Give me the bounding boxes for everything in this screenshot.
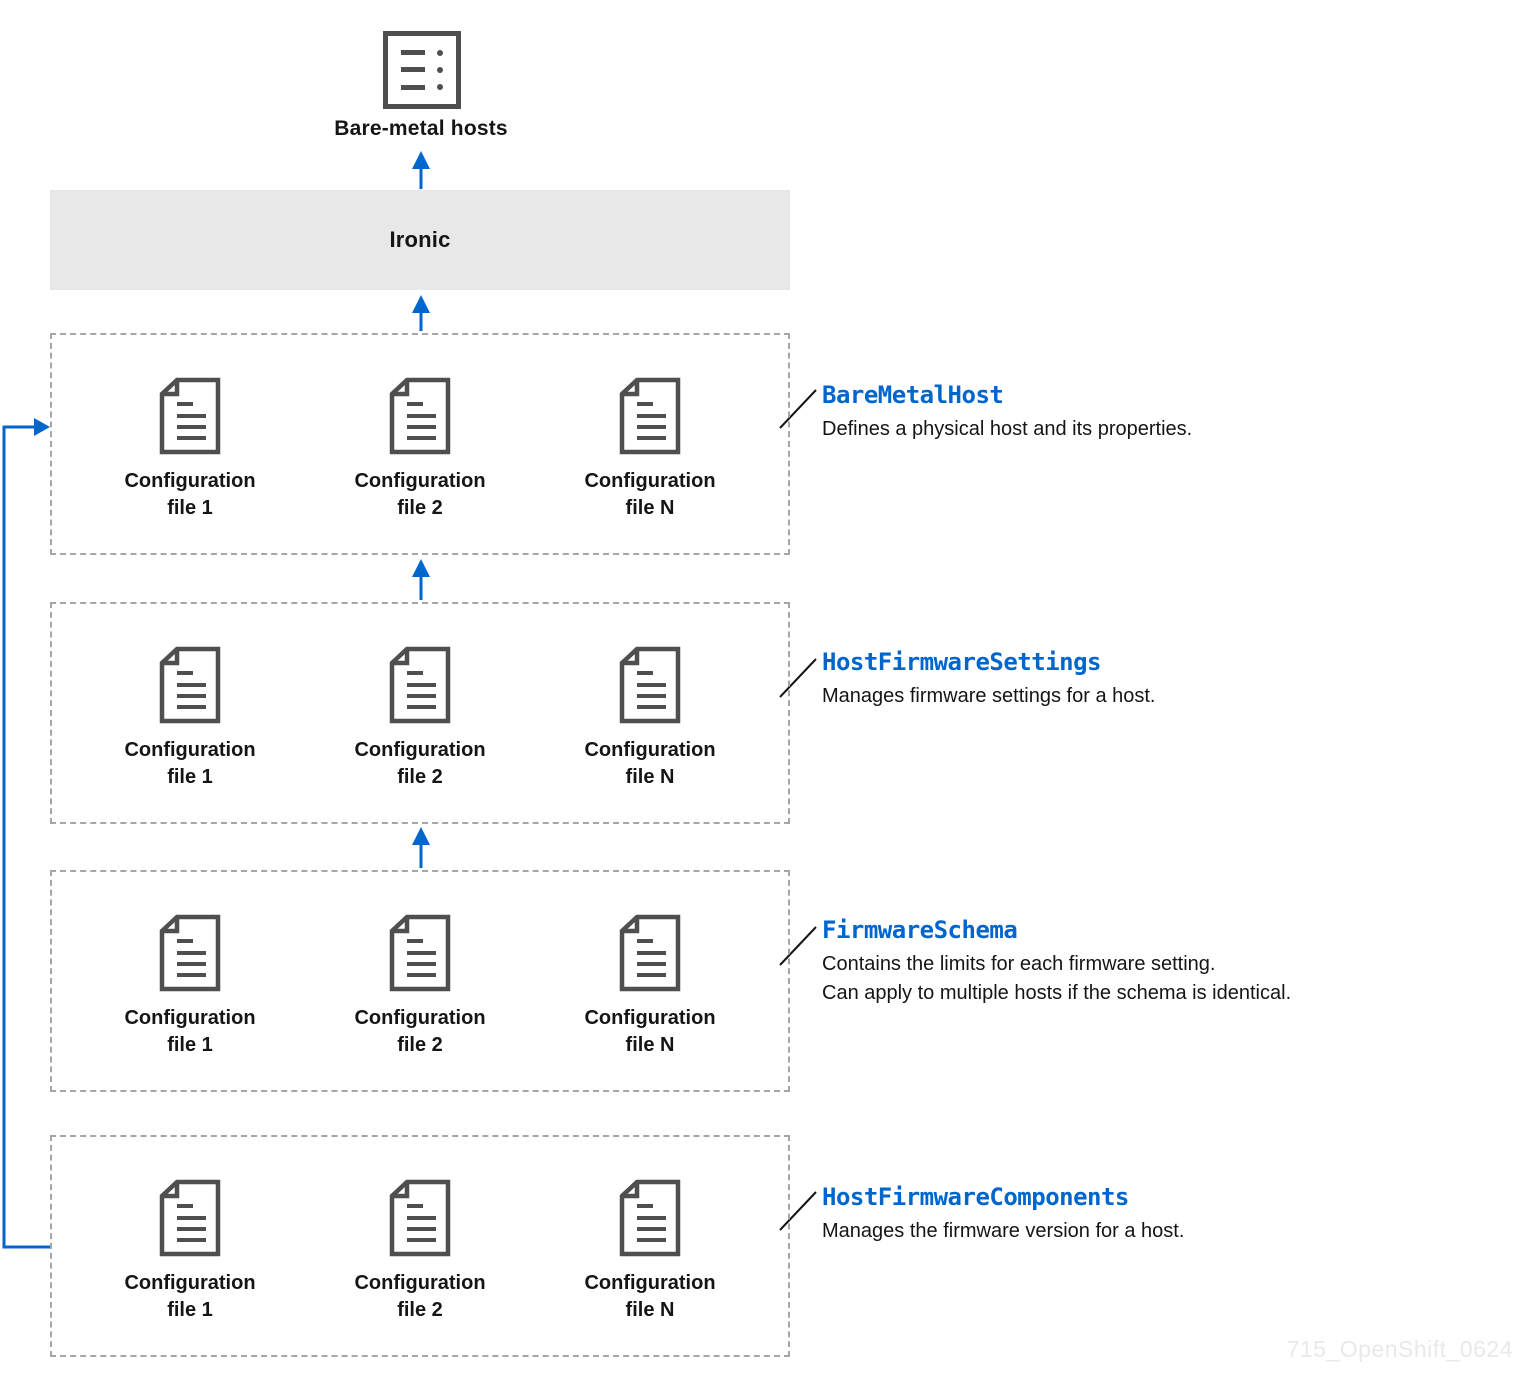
document-icon (619, 377, 681, 455)
server-icon (383, 31, 461, 109)
document-icon (159, 646, 221, 724)
arrow-up-box3-to-box2 (412, 827, 430, 868)
document-icon (159, 377, 221, 455)
annotation-description: Contains the limits for each firmware se… (822, 953, 1216, 975)
ironic-band: Ironic (50, 190, 790, 290)
arrow-box4-loop-to-box1 (2, 418, 50, 1249)
annotation-description: Defines a physical host and its properti… (822, 418, 1193, 440)
document-icon (389, 377, 451, 455)
document-icon (389, 1179, 451, 1257)
server-icon-row (401, 66, 443, 73)
document-icon (619, 1179, 681, 1257)
document-icon (389, 914, 451, 992)
arrow-up-box2-to-box1 (412, 559, 430, 600)
document-icon (619, 646, 681, 724)
document-icon (619, 914, 681, 992)
watermark-label: 715_OpenShift_0624 (1286, 1336, 1513, 1362)
arrow-up-box1-to-ironic (412, 295, 430, 331)
server-icon-row (401, 49, 443, 56)
annotation-description: Manages the firmware version for a host. (822, 1220, 1185, 1242)
annotation-title: HostFirmwareSettings (822, 648, 1101, 676)
annotation-title: FirmwareSchema (822, 916, 1018, 944)
annotation-title: HostFirmwareComponents (822, 1183, 1129, 1211)
document-icon (389, 646, 451, 724)
server-icon-row (401, 84, 443, 91)
annotation-description: Manages firmware settings for a host. (822, 685, 1156, 707)
annotation-title: BareMetalHost (822, 381, 1004, 409)
document-icon (159, 1179, 221, 1257)
annotation-description: Can apply to multiple hosts if the schem… (822, 982, 1292, 1004)
annotation-hostfirmwarecomponents: HostFirmwareComponents Manages the firmw… (822, 1180, 1472, 1246)
annotation-firmwareschema: FirmwareSchema Contains the limits for e… (822, 913, 1472, 1008)
annotation-hostfirmwaresettings: HostFirmwareSettings Manages firmware se… (822, 645, 1472, 711)
bare-metal-hosts-label: Bare-metal hosts (334, 117, 508, 140)
ironic-label: Ironic (389, 227, 451, 252)
annotation-baremetalhost: BareMetalHost Defines a physical host an… (822, 378, 1472, 444)
arrow-up-ironic-to-hosts-icon (412, 151, 430, 189)
document-icon (159, 914, 221, 992)
